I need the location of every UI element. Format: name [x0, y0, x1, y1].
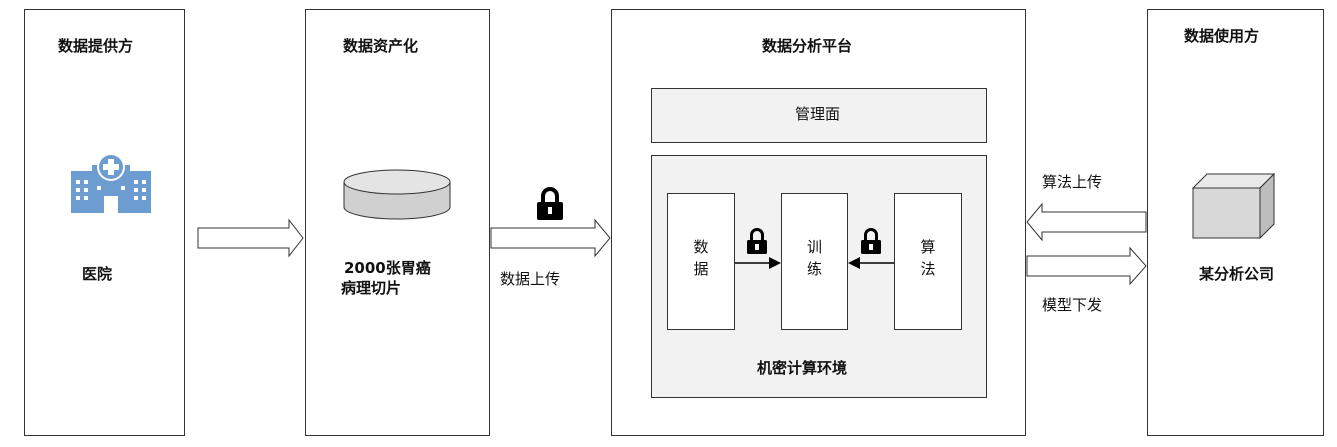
data-box [667, 193, 735, 330]
lock-icon [861, 228, 881, 254]
model-delivery-arrow [1026, 246, 1147, 286]
model-delivery-label: 模型下发 [1042, 296, 1103, 314]
algorithm-box [894, 193, 962, 330]
cube-icon [1191, 172, 1276, 240]
database-icon [343, 169, 451, 220]
algorithm-to-train-arrow [848, 257, 894, 269]
dataset-label-line2: 病理切片 [341, 279, 402, 297]
data-upload-label: 数据上传 [500, 270, 561, 288]
assetization-column [305, 9, 490, 436]
algorithm-upload-arrow [1026, 202, 1147, 242]
lock-icon [747, 228, 767, 254]
management-plane-label: 管理面 [795, 105, 841, 123]
assetization-title: 数据资产化 [343, 37, 419, 55]
hospital-icon [71, 153, 151, 213]
data-to-train-arrow [735, 257, 781, 269]
platform-title: 数据分析平台 [762, 37, 853, 55]
enclave-title: 机密计算环境 [757, 359, 848, 377]
consumer-entity-label: 某分析公司 [1199, 265, 1275, 283]
provider-title: 数据提供方 [58, 37, 134, 55]
data-box-label: 数 据 [693, 238, 709, 278]
provider-entity-label: 医院 [82, 265, 113, 283]
lock-icon [537, 187, 563, 220]
train-box [781, 193, 848, 330]
algorithm-upload-label: 算法上传 [1042, 173, 1103, 191]
train-box-label: 训 练 [806, 238, 822, 278]
consumer-title: 数据使用方 [1184, 27, 1260, 45]
dataset-label-line1: 2000张胃癌 [344, 259, 431, 277]
algorithm-box-label: 算 法 [920, 238, 936, 278]
data-upload-arrow [490, 218, 611, 258]
provider-column [24, 9, 185, 436]
provider-to-assetization-arrow [197, 218, 304, 258]
management-plane-box [651, 88, 987, 143]
